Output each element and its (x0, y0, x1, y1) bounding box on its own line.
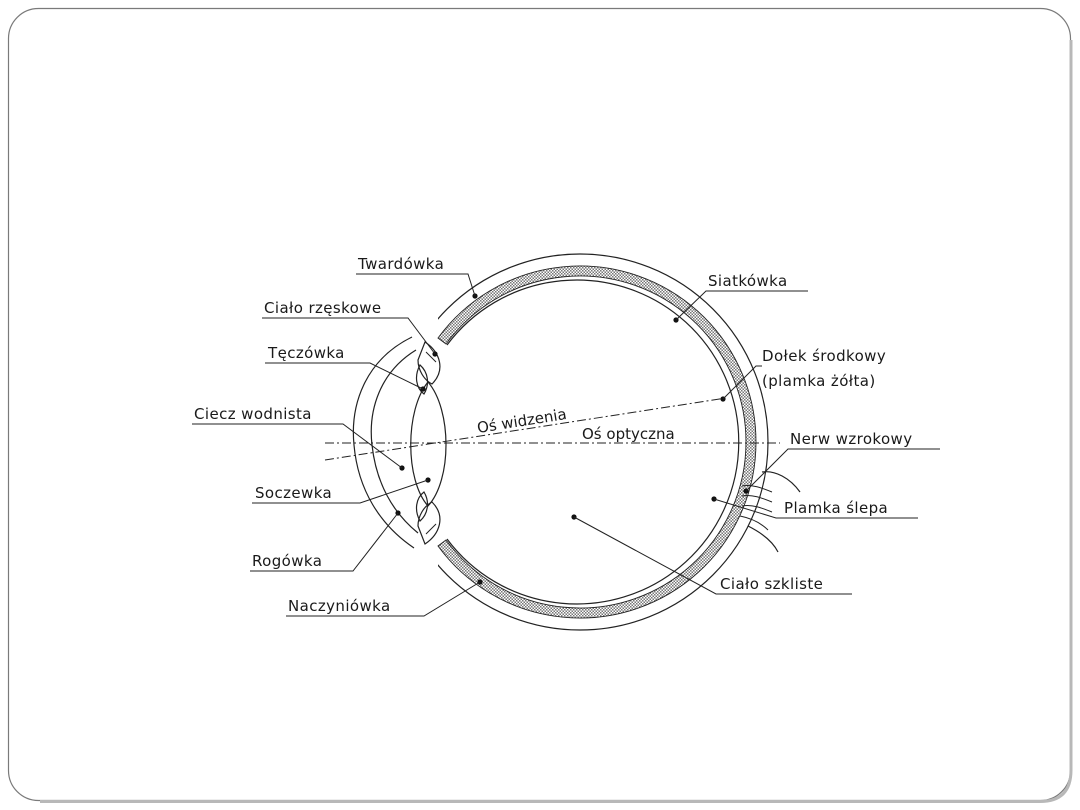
retina-inner (446, 279, 740, 605)
sclera (438, 253, 769, 631)
label-naczyniowka: Naczyniówka (288, 597, 391, 615)
label-teczowka: Tęczówka (267, 344, 345, 362)
label-rogowka: Rogówka (252, 552, 322, 570)
leader-lines (192, 273, 940, 617)
label-plamka-slepa: Plamka ślepa (784, 499, 888, 517)
slide-frame-shadow (40, 40, 1073, 803)
label-ciecz-wodnista: Ciecz wodnista (194, 405, 312, 423)
label-plamka-zolta: (plamka żółta) (762, 372, 876, 390)
label-cialo-rzeskowe: Ciało rzęskowe (264, 299, 382, 317)
label-dolek-srodkowy: Dołek środkowy (762, 347, 886, 365)
label-siatkowka: Siatkówka (708, 272, 788, 290)
label-twardowka: Twardówka (357, 255, 444, 273)
label-optical-axis: Oś optyczna (582, 425, 675, 443)
label-cialo-szkliste: Ciało szkliste (720, 575, 823, 593)
label-soczewka: Soczewka (255, 484, 332, 502)
label-nerw-wzrokowy: Nerw wzrokowy (790, 430, 912, 448)
choroid-band (437, 265, 757, 619)
slide-frame (7, 7, 1072, 802)
